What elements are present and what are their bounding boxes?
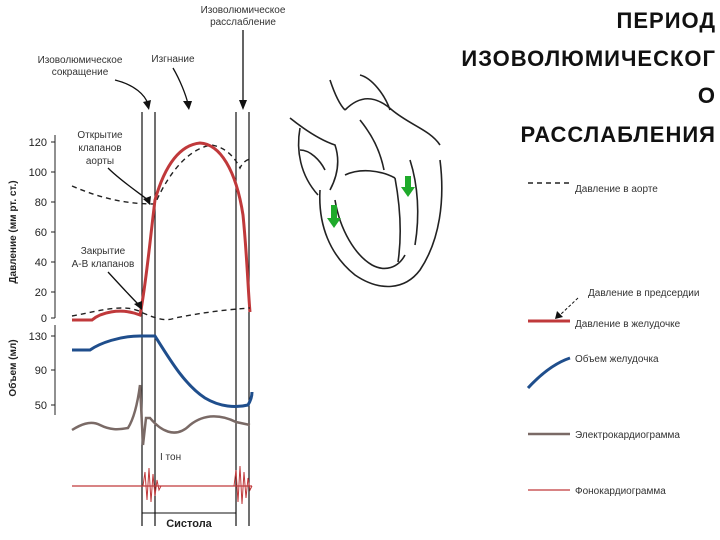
heart-caption-mask xyxy=(255,300,370,314)
legend-label-ventricle: Давление в желудочке xyxy=(575,319,681,330)
pressure-tick: 100 xyxy=(29,167,47,179)
pcg-second-tone xyxy=(233,465,253,505)
volume-axis-label: Объем (мл) xyxy=(7,339,19,396)
pressure-axis xyxy=(51,135,56,319)
annotation-isovol-relax-2: расслабление xyxy=(210,16,276,28)
annotation-first-tone: I тон xyxy=(160,452,181,463)
legend-item-pcg: Фонокардиограмма xyxy=(528,486,666,497)
legend-label-atrium: Давление в предсердии xyxy=(588,288,699,299)
legend-label-ecg: Электрокардиограмма xyxy=(575,430,680,441)
annotation-systole: Систола xyxy=(166,518,212,530)
pressure-tick-labels: 120 100 80 60 40 20 0 xyxy=(29,137,47,325)
annotation-av-close-2: А-В клапанов xyxy=(72,259,135,270)
volume-tick: 130 xyxy=(29,331,47,343)
atrial-pressure-curve xyxy=(71,307,251,321)
legend-item-volume: Объем желудочка xyxy=(526,353,659,390)
annotation-aortic-open-2: клапанов xyxy=(78,143,121,154)
pcg-first-tone xyxy=(142,467,162,503)
annotation-isovol-relax-1: Изоволюмическое xyxy=(201,5,286,16)
pressure-tick: 0 xyxy=(41,313,47,325)
pressure-tick: 40 xyxy=(35,257,47,269)
volume-tick-labels: 130 90 50 xyxy=(29,331,47,412)
volume-tick: 50 xyxy=(35,400,47,412)
slide-title: ПЕРИОД ИЗОВОЛЮМИЧЕСКОГ О РАССЛАБЛЕНИЯ xyxy=(461,8,716,147)
annotation-ejection: Изгнание xyxy=(151,54,195,65)
annotation-isovol-contract-1: Изоволюмическое xyxy=(38,55,123,66)
title-line-4: РАССЛАБЛЕНИЯ xyxy=(520,122,716,147)
annotation-aortic-open-1: Открытие xyxy=(77,130,123,141)
title-line-3: О xyxy=(698,83,716,108)
legend-item-aorta: Давление в аорте xyxy=(528,182,658,195)
ventricle-volume-curve xyxy=(72,334,254,408)
pressure-tick: 80 xyxy=(35,197,47,209)
legend: Давление в аорте Давление в предсердии Д… xyxy=(526,182,699,497)
left-annotation-arrows xyxy=(107,167,151,310)
pressure-axis-label: Давление (мм рт. ст.) xyxy=(8,180,19,283)
volume-axis xyxy=(51,325,56,415)
ecg-curve xyxy=(71,384,251,446)
annotation-av-close-1: Закрытие xyxy=(81,246,126,257)
green-arrow-left-icon xyxy=(327,205,341,228)
volume-tick: 90 xyxy=(35,365,47,377)
pressure-tick: 20 xyxy=(35,287,47,299)
pressure-tick: 120 xyxy=(29,137,47,149)
green-arrow-right-icon xyxy=(401,176,415,197)
legend-item-ecg: Электрокардиограмма xyxy=(528,430,680,441)
annotation-aortic-open-3: аорты xyxy=(86,156,114,167)
title-line-1: ПЕРИОД xyxy=(617,8,716,33)
annotation-arrows xyxy=(114,30,247,110)
annotation-isovol-contract-2: сокращение xyxy=(52,67,109,78)
legend-item-atrium: Давление в предсердии xyxy=(555,288,699,319)
legend-label-pcg: Фонокардиограмма xyxy=(575,486,666,497)
legend-label-aorta: Давление в аорте xyxy=(575,184,658,195)
pressure-tick: 60 xyxy=(35,227,47,239)
title-line-2: ИЗОВОЛЮМИЧЕСКОГ xyxy=(461,46,716,71)
aortic-pressure-curve xyxy=(71,144,253,205)
legend-label-volume: Объем желудочка xyxy=(575,353,659,365)
ventricle-pressure-curve xyxy=(72,141,252,322)
heart-illustration xyxy=(289,74,443,288)
legend-item-ventricle: Давление в желудочке xyxy=(528,319,681,330)
